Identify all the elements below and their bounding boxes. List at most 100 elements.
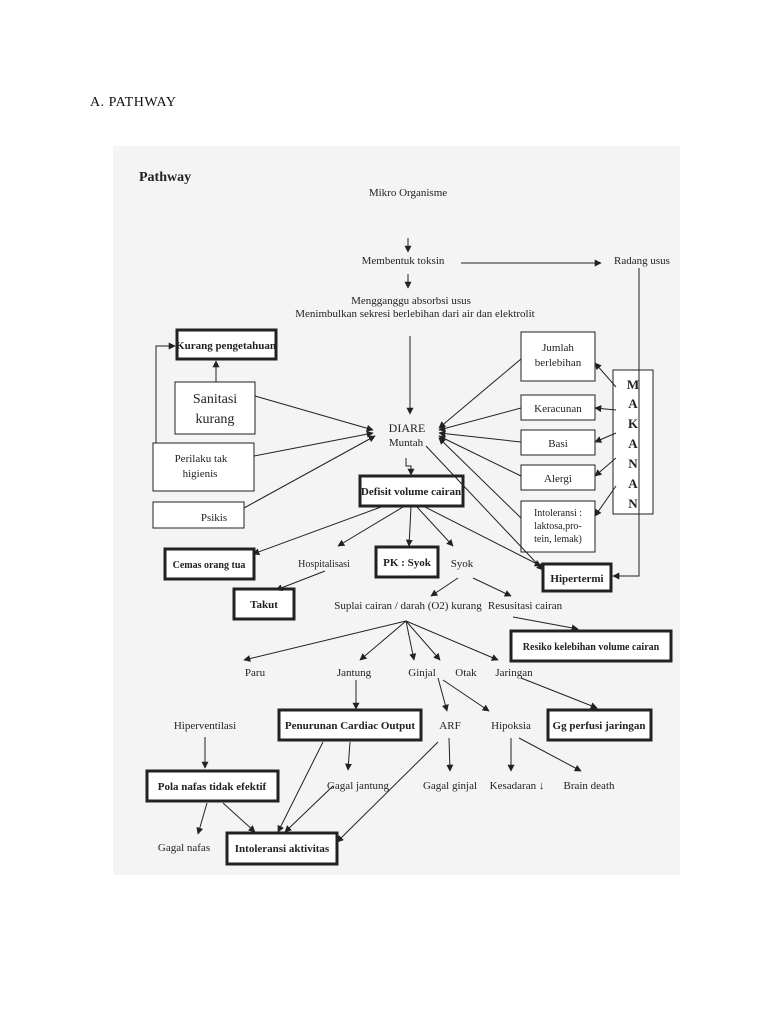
node-alergi: Alergi [544, 473, 572, 485]
node-gg-perfusi: Gg perfusi jaringan [553, 720, 646, 732]
box-intoleransi [520, 500, 596, 553]
arrow-suplai-jantung [359, 620, 407, 661]
box-hipertermi [541, 562, 613, 593]
node-syok: Syok [451, 558, 474, 570]
arrow-makanan-keracunan [594, 405, 617, 413]
box-penurunan [277, 708, 423, 742]
arrow-jaringan-gg-perfusi [520, 677, 598, 709]
arrow-syok-suplai [430, 577, 459, 597]
arrow-makanan-alergi [594, 457, 617, 477]
arrow-hipoksia-brain [518, 737, 582, 772]
arrow-intoleransi-diare [438, 437, 522, 519]
arrow-otak-hipoksia [442, 679, 490, 712]
node-jumlah-2: berlebihan [535, 357, 582, 369]
node-intoleransi-1: Intoleransi : [534, 508, 582, 519]
pathway-diagram-panel: Pathway Mikro Organisme Membentuk toksin… [113, 146, 680, 875]
arrow-radang-hipertermi [612, 268, 640, 580]
node-arf: ARF [439, 720, 460, 732]
box-jumlah [520, 331, 596, 382]
node-cemas: Cemas orang tua [173, 560, 246, 571]
node-toksin: Membentuk toksin [362, 255, 445, 267]
arrow-alergi-diare [438, 435, 522, 477]
arrow-pola-gagal-nafas [196, 802, 208, 835]
node-basi: Basi [548, 438, 568, 450]
node-gagal-jantung: Gagal jantung [327, 780, 390, 792]
box-psikis [152, 501, 245, 529]
arrow-syok-resusitasi [472, 577, 512, 597]
arrow-makanan-jumlah [594, 362, 617, 388]
arrow-hospitalisasi-takut [275, 570, 326, 591]
arrow-makanan-basi [594, 432, 617, 443]
box-intoleransi-aktivitas [225, 831, 339, 866]
node-penurunan: Penurunan Cardiac Output [285, 720, 416, 732]
node-perilaku-2: higienis [183, 468, 218, 480]
arrow-diare-hipertermi [425, 445, 544, 571]
node-intoleransi-aktivitas: Intoleransi aktivitas [235, 843, 330, 855]
makanan-letter: A [628, 436, 638, 451]
arrow-defisit-hipertermi2 [424, 506, 542, 567]
node-ganggu-2: Menimbulkan sekresi berlebihan dari air … [295, 308, 534, 320]
box-gg-perfusi [546, 708, 653, 742]
node-intoleransi-3: tein, lemak) [534, 534, 582, 545]
node-paru: Paru [245, 667, 266, 679]
node-pola: Pola nafas tidak efektif [158, 781, 267, 793]
node-hipertermi: Hipertermi [550, 573, 603, 585]
arrow-suplai-otak [405, 620, 441, 661]
arrow-penurunan-gagal-jantung [344, 741, 352, 771]
box-pola [145, 769, 280, 803]
box-perilaku [152, 442, 255, 492]
box-basi [520, 429, 596, 456]
node-mikro: Mikro Organisme [369, 187, 447, 199]
arrow-sanitasi-diare [254, 395, 374, 432]
box-cemas [163, 547, 256, 581]
arrow-arf-gagal-ginjal [446, 737, 454, 772]
node-otak: Otak [455, 667, 477, 679]
node-psikis: Psikis [201, 512, 227, 524]
node-ganggu-1: Mengganggu absorbsi usus [351, 295, 471, 307]
makanan-letter: N [628, 456, 638, 471]
node-gagal-ginjal: Gagal ginjal [423, 780, 477, 792]
box-sanitasi [174, 381, 256, 435]
box-defisit [358, 474, 465, 508]
box-makanan [612, 369, 654, 515]
makanan-letter: N [628, 496, 638, 511]
document-heading: A. PATHWAY [90, 95, 177, 110]
arrow-resusitasi-resiko [512, 616, 579, 632]
arrow-arf-intoleransi [336, 741, 439, 843]
arrow-suplai-jaringan [405, 620, 499, 661]
arrow-defisit-cemas [252, 506, 382, 556]
node-sanitasi-2: kurang [196, 412, 235, 427]
node-pk-syok: PK : Syok [383, 557, 432, 569]
node-defisit: Defisit volume cairan [361, 486, 461, 498]
arrow-suplai-paru [243, 620, 407, 662]
node-radang: Radang usus [614, 255, 670, 267]
node-kurang-pengetahuan: Kurang pengetahuan [176, 340, 276, 352]
box-kurang-pengetahuan [175, 328, 278, 361]
node-perilaku-1: Perilaku tak [175, 453, 228, 465]
arrow-basi-diare [438, 430, 522, 443]
pathway-diagram: Pathway Mikro Organisme Membentuk toksin… [139, 170, 673, 866]
node-hipoksia: Hipoksia [491, 720, 531, 732]
node-suplai: Suplai cairan / darah (O2) kurang [334, 600, 482, 612]
makanan-letter: K [628, 416, 639, 431]
node-brain-death: Brain death [563, 780, 615, 792]
node-muntah: Muntah [389, 437, 424, 449]
box-pk-syok [374, 545, 440, 579]
node-gagal-nafas: Gagal nafas [158, 842, 210, 854]
node-resusitasi: Resusitasi cairan [488, 600, 563, 612]
arrow-perilaku-diare [253, 430, 374, 457]
arrow-jumlah-diare [438, 358, 522, 429]
arrow-muntah-defisit [405, 458, 415, 476]
node-resiko: Resiko kelebihan volume cairan [523, 642, 660, 653]
diagram-title: Pathway [139, 170, 191, 185]
arrow-pola-intoleransi [222, 802, 256, 833]
arrow-keracunan-diare [438, 407, 522, 432]
node-kesadaran: Kesadaran ↓ [490, 780, 545, 792]
arrow-suplai-ginjal [405, 620, 417, 661]
makanan-letter: A [628, 476, 638, 491]
arrow-penurunan-intoleransi [277, 741, 324, 833]
node-hiperventilasi: Hiperventilasi [174, 720, 236, 732]
node-jumlah-1: Jumlah [542, 342, 574, 354]
arrow-defisit-pk [405, 506, 413, 547]
arrow-psikis-diare [243, 435, 376, 509]
